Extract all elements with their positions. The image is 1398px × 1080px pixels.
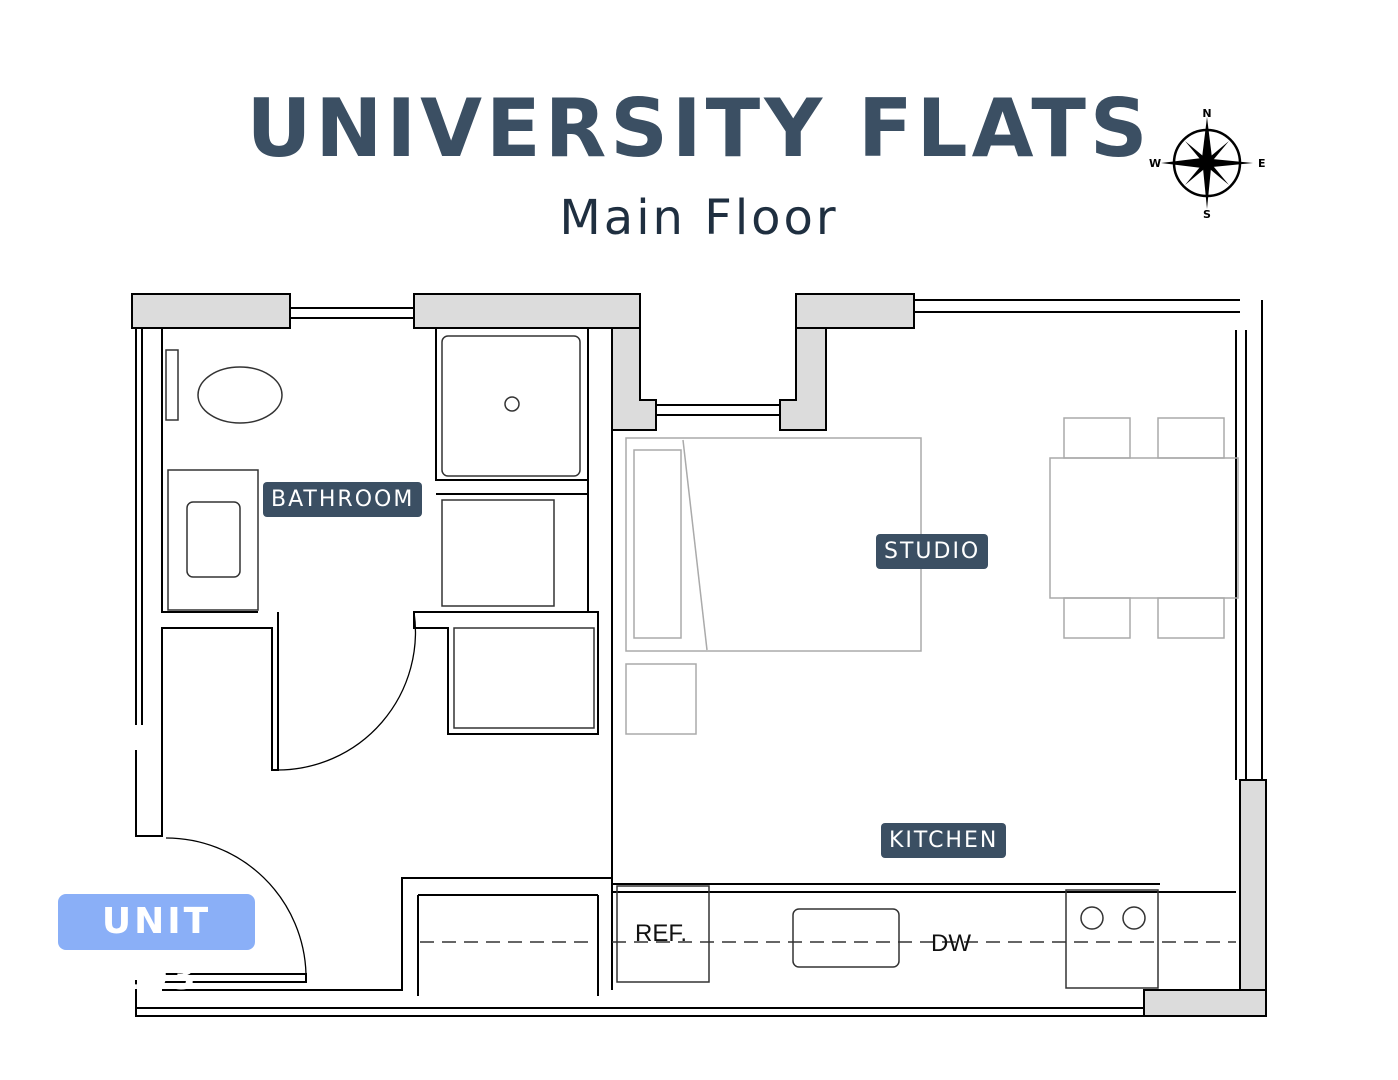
- room-label-kitchen: KITCHEN: [881, 823, 1007, 858]
- page-subtitle: Main Floor: [559, 190, 839, 246]
- room-label-studio: STUDIO: [876, 534, 989, 569]
- dishwasher-label: DW: [931, 930, 971, 957]
- compass-south: S: [1203, 208, 1211, 221]
- walls: [135, 299, 1263, 1017]
- compass-east: E: [1258, 157, 1266, 170]
- room-label-bathroom: BATHROOM: [263, 482, 423, 517]
- page-title: UNIVERSITY FLATS: [246, 82, 1152, 175]
- compass-rose-icon: N S E W: [1149, 107, 1266, 221]
- exterior-walls: [131, 293, 1267, 1017]
- compass-north: N: [1202, 107, 1211, 120]
- refrigerator-label: REF.: [635, 920, 688, 947]
- furniture: [625, 417, 1239, 735]
- unit-badge: UNIT 103: [58, 894, 255, 998]
- door-swings: [165, 611, 417, 975]
- compass-west: W: [1149, 157, 1161, 170]
- fixtures: [165, 335, 1236, 989]
